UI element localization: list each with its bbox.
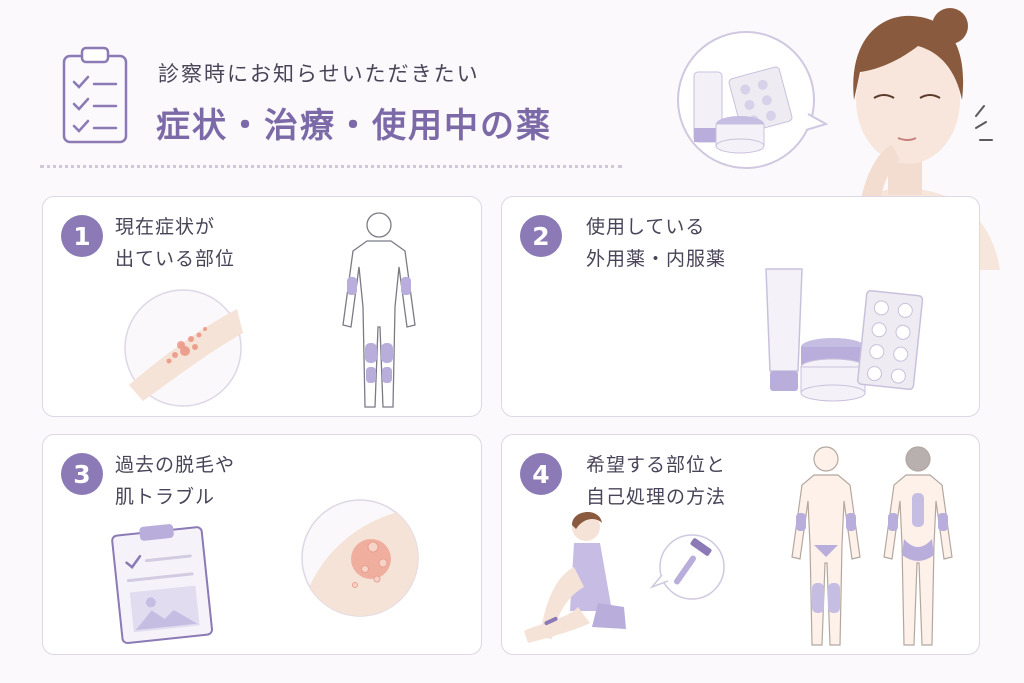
- step-number-4: 4: [520, 453, 562, 495]
- card-3-line-1: 過去の脱毛や: [115, 454, 236, 476]
- pill-blister-icon: [856, 289, 924, 391]
- irritated-arm-icon: [124, 289, 243, 407]
- card-2-line-1: 使用している: [586, 216, 706, 238]
- body-front-icon: [791, 446, 861, 646]
- cream-tube-icon: [765, 268, 803, 391]
- medicine-bubble-icon: [677, 31, 829, 169]
- step-number-3: 3: [61, 453, 103, 495]
- card-past-trouble: 3 過去の脱毛や 肌トラブル: [42, 434, 482, 655]
- page-title: 症状・治療・使用中の薬: [156, 106, 552, 146]
- header-subtitle: 診察時にお知らせいただきたい: [158, 62, 480, 86]
- card-1-line-1: 現在症状が: [115, 216, 216, 238]
- step-number-1: 1: [61, 215, 103, 257]
- card-desired-area: 4 希望する部位と 自己処理の方法: [501, 434, 980, 655]
- razor-bubble-icon: [649, 534, 725, 600]
- card-1-line-2: 出ている部位: [115, 248, 236, 270]
- step-number-2: 2: [520, 215, 562, 257]
- card-3-line-2: 肌トラブル: [115, 486, 216, 508]
- card-medication: 2 使用している 外用薬・内服薬: [501, 196, 980, 417]
- body-back-icon: [883, 446, 953, 646]
- photo-clipboard-icon: [111, 524, 214, 645]
- clipboard-checklist-icon: [62, 46, 128, 144]
- card-4-line-2: 自己処理の方法: [586, 486, 727, 508]
- card-4-line-1: 希望する部位と: [586, 454, 727, 476]
- shaving-woman-illustration: [524, 511, 626, 643]
- cream-jar-icon: [800, 338, 866, 402]
- dotted-divider: [40, 165, 622, 168]
- body-outline-icon: [342, 212, 416, 408]
- card-2-line-2: 外用薬・内服薬: [586, 248, 727, 270]
- card-symptom-area: 1 現在症状が 出ている部位: [42, 196, 482, 417]
- skin-irritation-icon: [301, 499, 419, 617]
